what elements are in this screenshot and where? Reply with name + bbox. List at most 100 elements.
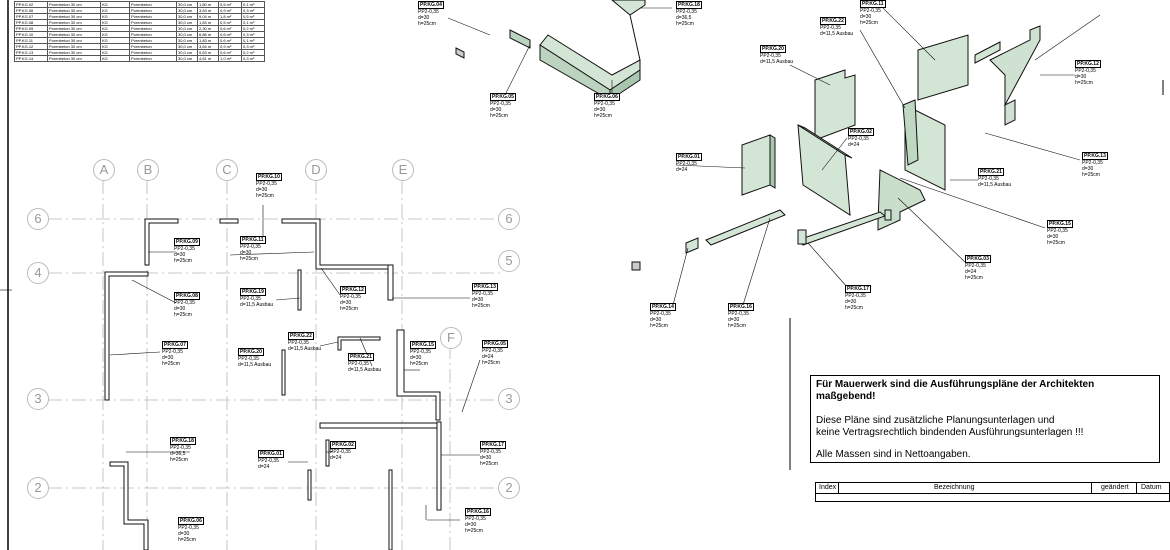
wall-tag-id: PP.KG.11	[240, 236, 266, 244]
wall-tag-line: h=25cm	[170, 457, 188, 463]
wall-tag-line: d=11,5 Ausbau	[240, 302, 274, 308]
plan-leaders	[0, 205, 481, 521]
wall-tag-id: PP.KG.07	[162, 341, 188, 349]
note-title: Für Mauerwerk sind die Ausführungspläne …	[816, 379, 1095, 402]
wall-tag-line: d=11,5 Ausbau	[978, 182, 1012, 188]
wall-tag-id: PP.KG.15	[1047, 220, 1073, 228]
wall-tag-line: PP2-0,35	[1075, 68, 1096, 74]
wall-tag-id: PP.KG.18	[676, 1, 702, 9]
wall-tag-line: h=25cm	[1075, 80, 1093, 86]
wall-tag-line: d=24	[965, 269, 977, 275]
wall-tag-line: PP2-0,35	[418, 9, 439, 15]
wall-tag-line: PP2-0,35	[472, 291, 493, 297]
wall-tag-line: d=24	[482, 354, 494, 360]
grid-bubble-6-left: 6	[27, 208, 49, 230]
grid-bubble-a: A	[93, 159, 115, 181]
note-box: Für Mauerwerk sind die Ausführungspläne …	[810, 375, 1160, 463]
wall-tag-line: PP2-0,35	[330, 449, 351, 455]
wall-tag-line: d=30	[174, 306, 186, 312]
wall-tag-id: PP.KG.05	[482, 340, 508, 348]
wall-tag-id: PP.KG.12	[340, 286, 366, 294]
wall-tag-id: PP.KG.16	[465, 508, 491, 516]
title-block-header	[816, 483, 1169, 494]
plan-walls	[104, 218, 442, 550]
wall-tag-line: d=30	[178, 531, 190, 537]
wall-tag-id: PP.KG.11	[860, 0, 886, 8]
grid-bubble-d: D	[305, 159, 327, 181]
wall-tag-line: PP2-0,35	[676, 161, 697, 167]
note-line-1: Diese Pläne sind zusätzliche Planungsunt…	[816, 415, 1055, 426]
wall-tag-line: d=11,5 Ausbau	[238, 362, 272, 368]
wall-tag-id: PP.KG.10	[256, 173, 282, 181]
note-line-3: Alle Massen sind in Nettoangaben.	[816, 449, 971, 460]
wall-tag-line: d=11,5 Ausbau	[348, 367, 382, 373]
wall-tag-line: d=30	[465, 522, 477, 528]
wall-tag-line: h=25cm	[472, 303, 490, 309]
wall-tag-line: PP2-0,35	[978, 176, 999, 182]
wall-tag-line: d=30	[1082, 166, 1094, 172]
grid-bubble-3-left: 3	[27, 388, 49, 410]
tb-index: Index	[819, 484, 837, 491]
wall-tag-id: PP.KG.20	[238, 348, 264, 356]
wall-tag-id: PP.KG.12	[1075, 60, 1101, 68]
wall-tag-line: h=25cm	[676, 21, 694, 27]
wall-tag-line: d=30	[490, 107, 502, 113]
iso-walls-center	[455, 0, 646, 101]
grid-bubble-e: E	[392, 159, 414, 181]
wall-tag-line: h=25cm	[410, 361, 428, 367]
wall-tag-id: PP.KG.17	[845, 285, 871, 293]
wall-tag-line: d=30	[594, 107, 606, 113]
wall-tag-line: PP2-0,35	[860, 8, 881, 14]
wall-tag-line: d=30	[162, 355, 174, 361]
wall-tag-line: PP2-0,35	[820, 25, 841, 31]
wall-tag-line: PP2-0,35	[238, 356, 259, 362]
wall-tag-line: PP2-0,35	[410, 349, 431, 355]
wall-tag-line: PP2-0,35	[288, 340, 309, 346]
grid-bubble-5: 5	[498, 250, 520, 272]
wall-tag-line: PP2-0,35	[240, 244, 261, 250]
wall-tag-line: d=30	[174, 252, 186, 258]
wall-tag-line: d=30	[845, 299, 857, 305]
wall-tag-line: PP2-0,35	[258, 458, 279, 464]
wall-tag-line: d=36,5	[170, 451, 186, 457]
wall-tag-line: h=25cm	[594, 113, 612, 119]
wall-tag-line: PP2-0,35	[845, 293, 866, 299]
wall-tag-id: PP.KG.18	[170, 437, 196, 445]
wall-tag-line: d=30	[410, 355, 422, 361]
wall-tag-line: PP2-0,35	[1082, 160, 1103, 166]
wall-tag-line: PP2-0,35	[490, 101, 511, 107]
wall-tag-id: PP.KG.02	[848, 128, 874, 136]
wall-tag-line: d=30	[1047, 234, 1059, 240]
wall-tag-line: PP2-0,35	[482, 348, 503, 354]
wall-tag-line: h=25cm	[240, 256, 258, 262]
grid-bubble-b: B	[137, 159, 159, 181]
wall-tag-line: h=25cm	[174, 258, 192, 264]
title-block: Index Bezeichnung geändert Datum	[815, 482, 1170, 502]
wall-tag-id: PP.KG.02	[330, 441, 356, 449]
wall-tag-line: h=25cm	[728, 323, 746, 329]
wall-tag-id: PP.KG.21	[348, 353, 374, 361]
